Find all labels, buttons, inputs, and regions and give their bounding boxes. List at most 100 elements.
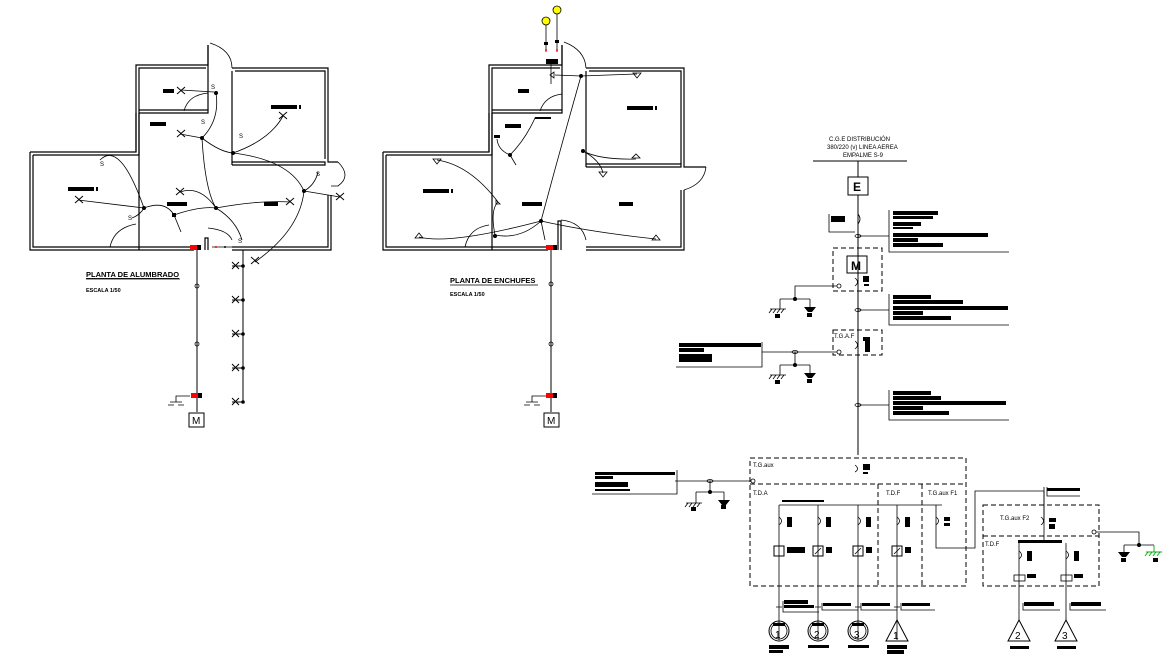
tgaux-f2-panel: T.G.aux F2 T.D.F [982,487,1162,620]
switch-icon: S [201,120,205,126]
junction-dot-icon [214,206,218,210]
distribution-panel-icon [546,245,553,250]
outlet-icon [631,153,641,159]
lighting-feeder: M [168,245,205,428]
x-light-icon [231,363,240,372]
cable-labels [776,600,935,613]
supply-line-1: C.G.E DISTRIBUCIÓN [829,136,890,143]
x-light-icon [231,261,240,270]
note-block-1 [888,210,1009,253]
tgaux-f1-label: T.G.aux F1 [928,491,958,497]
lighting-plan-scale: ESCALA 1/50 [86,288,121,294]
lighting-plan-walls [29,42,346,251]
lighting-floor-plan: S S S S S S S [29,42,346,428]
outlet-icon [414,232,424,239]
circuit-terminal: 3 [847,620,869,648]
tgaux-label: T.G.aux [753,463,774,469]
x-light-icon [250,256,260,265]
switch-icon: S [211,85,215,91]
circuit-number: 2 [1015,631,1021,642]
supply-line-2: 380/220 (v) LINEA AEREA [827,145,898,151]
junction-dot-icon [302,189,306,193]
x-light-icon [285,197,295,206]
switch-icon: S [100,162,104,168]
exterior-lighting-run [212,246,245,406]
outlet-icon [598,171,608,178]
circuit-number: 1 [775,630,781,641]
power-terminal: 3 [1054,618,1078,649]
x-light-icon [175,187,185,196]
lighting-room-labels [68,89,301,206]
lighting-junctions [142,91,306,217]
outlets-plan-scale: ESCALA 1/50 [450,292,485,298]
note-block-5 [592,470,678,495]
junction-dot-icon [214,91,218,95]
distribution-panel-icon [191,393,198,398]
outlets-feeder: M [524,245,560,428]
tda-label: T.D.A [753,491,768,497]
power-terminal: 2 [1007,618,1031,649]
switch-icon: S [239,134,243,140]
supply-line-3: EMPALME S-9 [843,153,884,159]
switch-icon: S [128,216,132,222]
meter-label: M [547,416,555,427]
distribution-panel-icon [190,245,197,250]
meter-box [188,412,205,428]
junction-dot-icon [231,151,235,155]
note-block-3 [676,342,763,368]
outlets-circuit-wiring [418,73,657,241]
meter-box [543,412,560,428]
distribution-panel-icon [546,393,553,398]
meter-box [846,255,868,274]
note-block-4 [888,390,1009,421]
tda-circuit-2 [812,505,832,640]
lighting-circuit-wiring [77,89,341,263]
tdf-label: T.D.F [886,491,901,497]
circuit-number: 2 [814,630,820,641]
garden-lamp-icon [552,5,562,15]
outlet-icon [432,158,442,165]
lighting-switches: S S S S S S S [100,85,320,245]
power-terminal: 1 [885,618,909,654]
x-light-icon [231,397,240,406]
x-light-icon [231,295,240,304]
x-light-icon [231,329,240,338]
x-light-icon [176,86,186,95]
circuit-terminal: 2 [807,620,829,648]
lighting-fixtures [74,86,345,265]
meter-label: M [192,416,200,427]
junction-dot-icon [200,136,204,140]
x-light-icon [74,195,84,204]
outlets-room-labels [423,59,657,206]
note-block-2 [888,294,1009,326]
x-light-icon [176,129,186,138]
garden-lamp-icon [541,16,551,26]
outlet-icon [632,72,642,79]
circuit-terminal: 1 [768,620,790,653]
garden-lamps [541,5,562,84]
outlets-plan-title: PLANTA DE ENCHUFES [450,276,535,285]
circuit-number: 3 [854,630,860,641]
meter-enclosure [832,247,883,292]
tdf2-label: T.D.F [985,542,1000,548]
ground-icon-green [1144,545,1162,557]
ground-symbol [768,299,816,318]
tdf-circuit-1 [891,505,911,640]
outlet-icon [549,71,555,79]
outlet-icon [495,199,501,205]
single-line-diagram: C.G.E DISTRIBUCIÓN 380/220 (v) LINEA AER… [592,136,1162,654]
lighting-plan-title: PLANTA DE ALUMBRADO [86,270,179,279]
junction-dot-icon [142,206,146,210]
empalme-label: E [853,180,861,194]
ground-symbol [684,492,730,511]
outlet-icon [651,234,661,241]
ground-symbol [768,365,816,384]
circuit-number: 1 [893,631,899,642]
circuit-number: 3 [1062,631,1068,642]
tda-circuit-3 [852,505,872,640]
outlets-plan-walls [382,41,707,251]
x-light-icon [335,192,345,201]
outlets-floor-plan: M PLANTA DE ENCHUFES ESCALA 1/50 [382,5,707,428]
tgaf-enclosure [832,329,883,356]
